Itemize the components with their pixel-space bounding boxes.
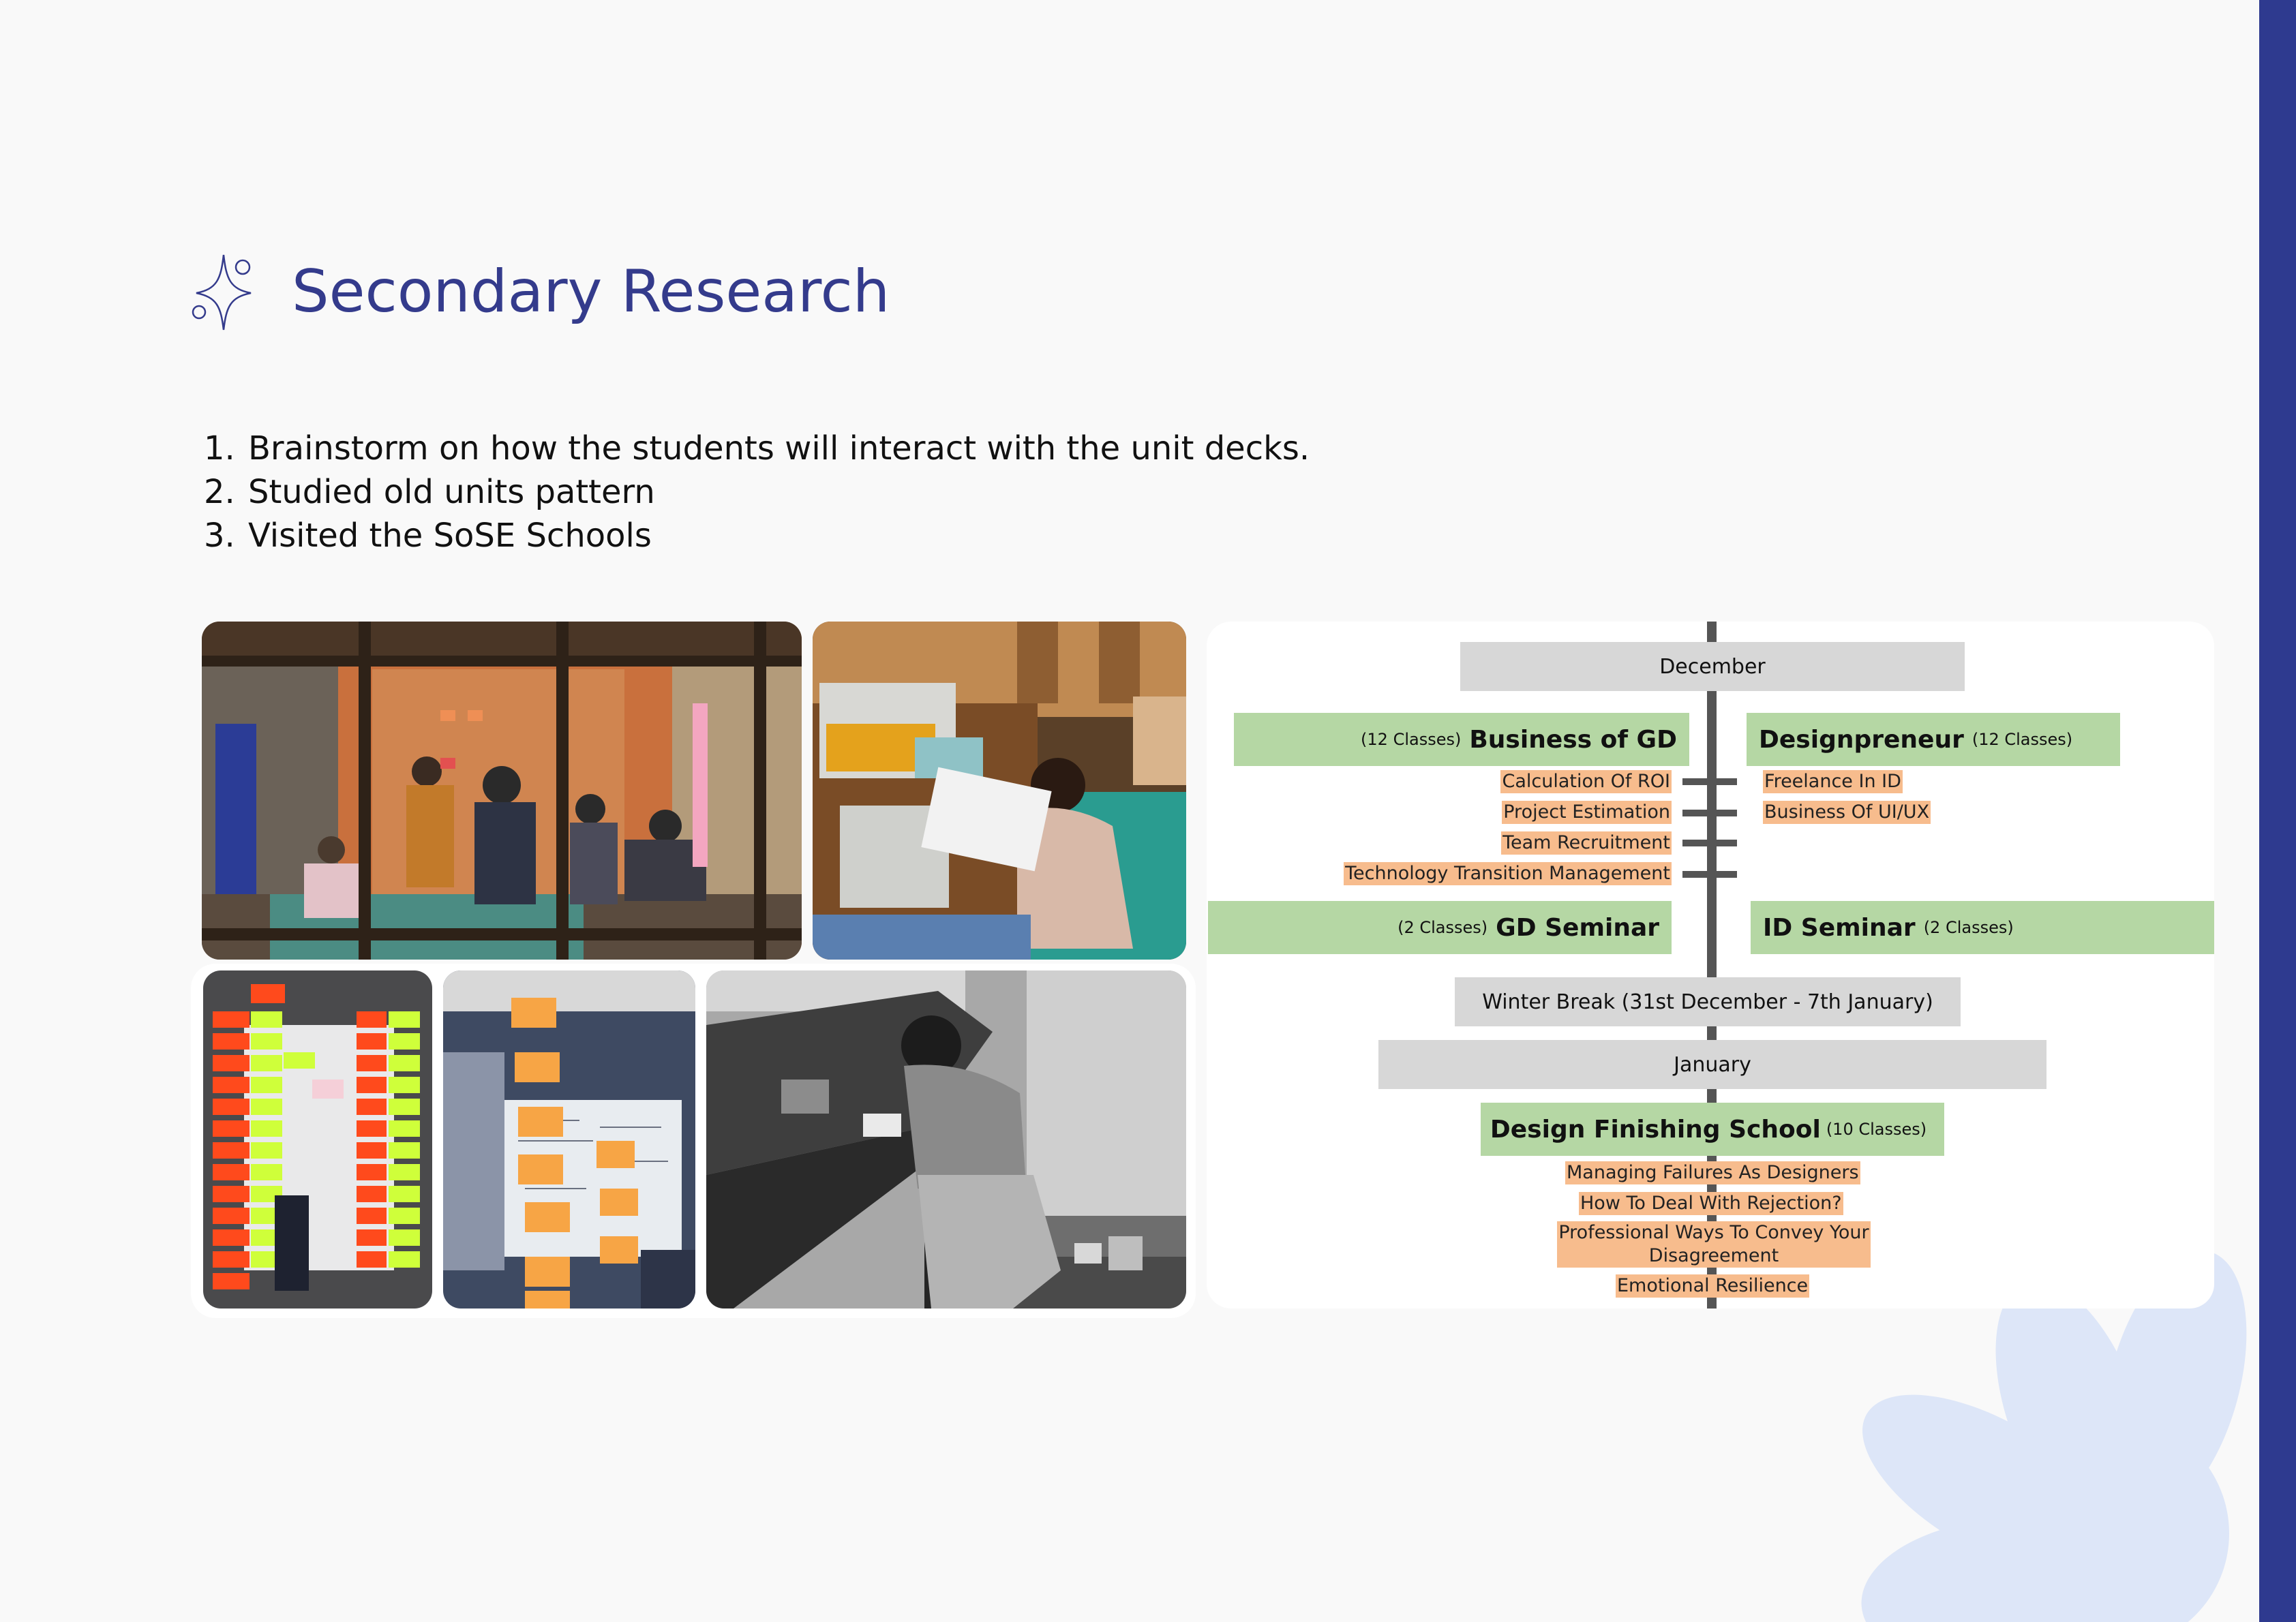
topic-item: How To Deal With Rejection?	[1579, 1192, 1843, 1215]
flower-decoration	[1861, 1251, 2247, 1622]
page-title: Secondary Research	[292, 258, 890, 326]
heading: Secondary Research	[190, 249, 890, 334]
topic-item: Calculation Of ROI	[1500, 770, 1672, 793]
course-designpreneur: Designpreneur (12 Classes)	[1747, 713, 2120, 766]
topic-item: Freelance In ID	[1763, 770, 1903, 793]
topic-item: Managing Failures As Designers	[1565, 1161, 1860, 1184]
winter-break: Winter Break (31st December - 7th Januar…	[1455, 977, 1961, 1026]
student-writing-photo	[706, 970, 1186, 1309]
right-edge-bar	[2259, 0, 2296, 1622]
sparkle-icon	[192, 254, 252, 331]
timeline-tick	[1682, 810, 1737, 816]
topic-item: Professional Ways To Convey Your Disagre…	[1557, 1221, 1871, 1268]
list-item: Visited the SoSE Schools	[245, 514, 1404, 557]
course-title: ID Seminar	[1763, 913, 1916, 942]
course-title: GD Seminar	[1496, 913, 1659, 942]
classes-count: (2 Classes)	[1923, 918, 2014, 937]
month-december: December	[1460, 642, 1965, 691]
classes-count: (12 Classes)	[1972, 730, 2073, 749]
topic-item: Project Estimation	[1502, 801, 1672, 824]
classes-count: (10 Classes)	[1826, 1120, 1927, 1139]
topic-item: Team Recruitment	[1501, 831, 1672, 855]
student-reading-photo	[813, 622, 1186, 960]
timeline-tick	[1682, 871, 1737, 878]
timeline-tick	[1682, 840, 1737, 846]
brainstorm-room-photo	[202, 622, 802, 960]
course-title: Design Finishing School	[1490, 1115, 1821, 1144]
sticky-notes-wall-photo	[203, 970, 432, 1309]
topic-item: Technology Transition Management	[1344, 862, 1672, 885]
topic-item: Emotional Resilience	[1616, 1274, 1810, 1298]
research-points-list: Brainstorm on how the students will inte…	[202, 427, 1404, 557]
classes-count: (12 Classes)	[1361, 730, 1462, 749]
timeline-tick	[1682, 778, 1737, 785]
course-timeline: December (12 Classes) Business of GD Des…	[1207, 622, 2214, 1309]
classes-count: (2 Classes)	[1398, 918, 1488, 937]
list-item: Studied old units pattern	[245, 470, 1404, 514]
course-gd-seminar: (2 Classes) GD Seminar	[1208, 901, 1672, 954]
list-item: Brainstorm on how the students will inte…	[245, 427, 1404, 470]
course-title: Designpreneur	[1759, 725, 1964, 754]
month-january: January	[1378, 1040, 2046, 1089]
course-id-seminar: ID Seminar (2 Classes)	[1751, 901, 2214, 954]
topic-item: Business Of UI/UX	[1763, 801, 1931, 824]
course-business-gd: (12 Classes) Business of GD	[1234, 713, 1689, 766]
whiteboard-notes-photo	[443, 970, 695, 1309]
course-design-finishing-school: Design Finishing School (10 Classes)	[1481, 1103, 1944, 1156]
course-title: Business of GD	[1469, 725, 1677, 754]
